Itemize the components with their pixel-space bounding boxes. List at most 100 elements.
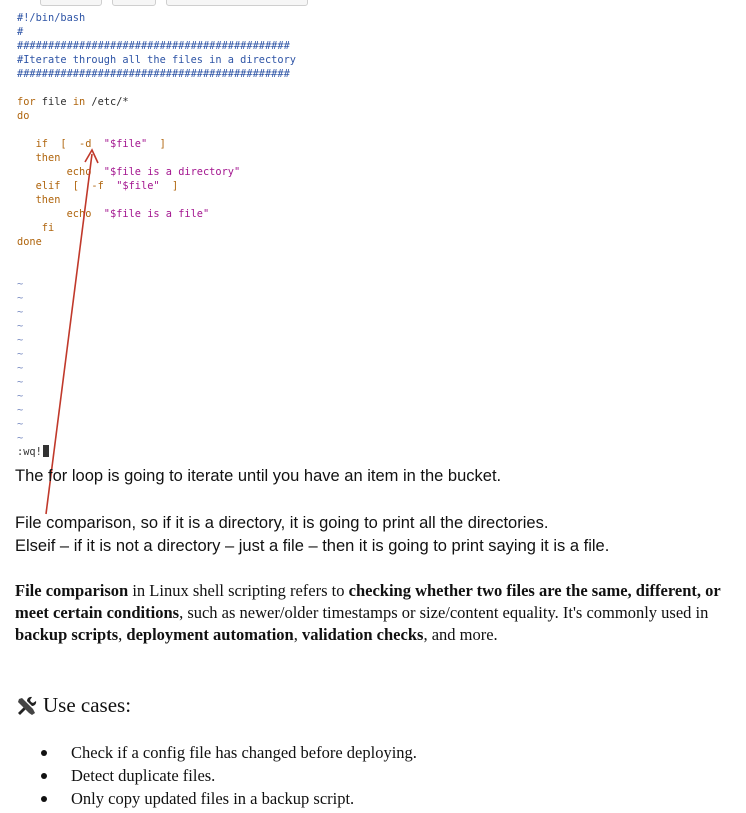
code-token: "$file" [103, 138, 148, 150]
code-token: ~ [17, 334, 24, 346]
code-line: ~ [17, 305, 296, 319]
bullet-icon [41, 749, 47, 756]
code-line: ########################################… [17, 67, 296, 81]
code-token: fi [17, 222, 55, 234]
top-tab-strip [0, 0, 746, 6]
code-token: ~ [17, 418, 24, 430]
emphasis: deployment automation [126, 625, 294, 644]
text: , [118, 625, 127, 644]
code-line: then [17, 151, 296, 165]
code-token: for [17, 96, 36, 108]
notes: The for loop is going to iterate until y… [15, 465, 735, 558]
note-line-2: File comparison, so if it is a directory… [15, 514, 549, 532]
code-line: fi [17, 221, 296, 235]
text: , such as newer/older timestamps or size… [179, 603, 709, 622]
bullet-icon [41, 795, 47, 802]
code-line [17, 123, 296, 137]
code-token: ########################################… [17, 40, 290, 52]
code-line: ~ [17, 347, 296, 361]
code-line: #!/bin/bash [17, 11, 296, 25]
code-token: then [17, 194, 61, 206]
note-line-1: The for loop is going to iterate until y… [15, 467, 502, 485]
code-listing: #!/bin/bash#############################… [17, 11, 296, 459]
code-line: elif [ -f "$file" ] [17, 179, 296, 193]
list-item-text: Detect duplicate files. [71, 766, 216, 785]
code-token: ~ [17, 320, 24, 332]
code-line: do [17, 109, 296, 123]
code-token: :wq! [17, 446, 42, 458]
code-line: ~ [17, 375, 296, 389]
text: in Linux shell scripting refers to [128, 581, 349, 600]
code-line: ~ [17, 319, 296, 333]
code-line: # [17, 25, 296, 39]
cursor [42, 445, 49, 457]
list-item-text: Only copy updated files in a backup scri… [71, 789, 355, 808]
code-token: in [72, 96, 86, 108]
code-token: ] [147, 138, 166, 150]
code-line: done [17, 235, 296, 249]
code-token: elif [ -f [17, 180, 117, 192]
list-item: Only copy updated files in a backup scri… [41, 787, 417, 810]
code-line: if [ -d "$file" ] [17, 137, 296, 151]
code-token: ~ [17, 390, 24, 402]
editor-tab[interactable] [40, 0, 102, 6]
code-line: ~ [17, 333, 296, 347]
use-case-list: Check if a config file has changed befor… [41, 741, 417, 810]
code-token: ] [159, 180, 179, 192]
text: , [293, 625, 302, 644]
code-token: #!/bin/bash [17, 12, 86, 24]
code-line: ~ [17, 389, 296, 403]
code-line: for file in /etc/* [17, 95, 296, 109]
editor-tab[interactable] [166, 0, 308, 6]
code-token: #Iterate through all the files in a dire… [17, 54, 296, 66]
code-token: ~ [17, 432, 24, 444]
code-line: then [17, 193, 296, 207]
editor-tab[interactable] [112, 0, 156, 6]
code-token: ~ [17, 362, 24, 374]
code-line: ~ [17, 403, 296, 417]
code-token: ~ [17, 278, 24, 290]
code-token: ########################################… [17, 68, 290, 80]
code-token: if [ -d [17, 138, 104, 150]
code-line [17, 81, 296, 95]
code-token: do [17, 110, 30, 122]
code-line [17, 249, 296, 263]
code-token: "$file" [116, 180, 160, 192]
note-line-3: Elseif – if it is not a directory – just… [15, 537, 610, 555]
heading-text: Use cases: [43, 693, 132, 717]
list-item-text: Check if a config file has changed befor… [71, 743, 417, 762]
code-token: ~ [17, 348, 24, 360]
list-item: Check if a config file has changed befor… [41, 741, 417, 764]
code-line: ~ [17, 361, 296, 375]
use-cases-heading: Use cases: [15, 693, 131, 718]
list-item: Detect duplicate files. [41, 764, 417, 787]
code-token: done [17, 236, 42, 248]
emphasis: checking whether two files are the same,… [15, 581, 721, 622]
code-line [17, 263, 296, 277]
emphasis: validation checks [301, 625, 424, 644]
bullet-icon [41, 772, 47, 779]
text: , and more. [423, 625, 498, 644]
vim-editor[interactable]: #!/bin/bash#############################… [0, 8, 746, 460]
code-line: :wq! [17, 445, 296, 459]
code-line: echo "$file is a directory" [17, 165, 296, 179]
code-token: echo [17, 208, 104, 220]
code-token: then [17, 152, 61, 164]
code-token: # [17, 26, 24, 38]
code-line: #Iterate through all the files in a dire… [17, 53, 296, 67]
code-token: "$file is a file" [103, 208, 210, 220]
code-token: echo [17, 166, 104, 178]
code-token: ~ [17, 292, 24, 304]
code-line: echo "$file is a file" [17, 207, 296, 221]
code-token: file [35, 96, 73, 108]
code-line: ~ [17, 431, 296, 445]
code-line: ~ [17, 417, 296, 431]
code-token: "$file is a directory" [103, 166, 241, 178]
tools-icon [18, 696, 37, 715]
code-line: ~ [17, 277, 296, 291]
code-token: ~ [17, 306, 24, 318]
code-token: ~ [17, 376, 24, 388]
term-file-comparison: File comparison [15, 581, 129, 600]
file-comparison-paragraph: File comparison in Linux shell scripting… [15, 580, 737, 646]
code-token: /etc/* [85, 96, 129, 108]
